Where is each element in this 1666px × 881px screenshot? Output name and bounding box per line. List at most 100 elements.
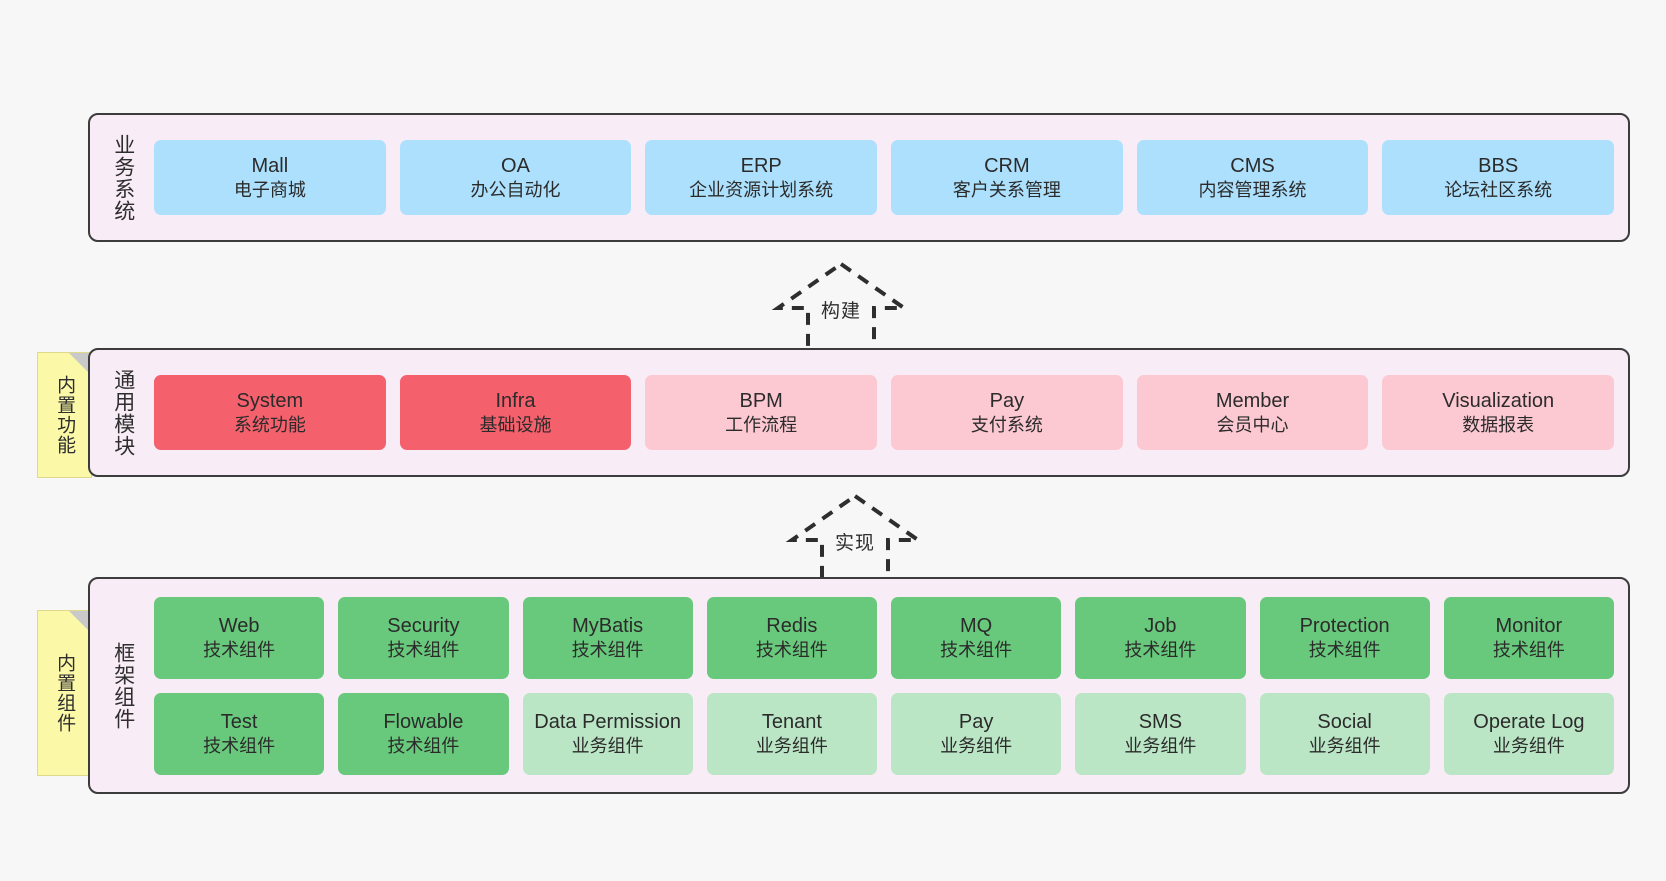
sticky-note-builtin-components: 内置组件: [37, 610, 92, 776]
node-subtitle: 技术组件: [571, 639, 644, 660]
node-oa[interactable]: OA 办公自动化: [399, 140, 632, 215]
node-title: Visualization: [1442, 389, 1555, 412]
node-subtitle: 业务组件: [1124, 735, 1197, 756]
node-title: Pay: [989, 389, 1025, 412]
node-subtitle: 技术组件: [755, 639, 828, 660]
node-system[interactable]: System 系统功能: [154, 375, 386, 450]
node-subtitle: 客户关系管理: [952, 179, 1061, 200]
node-subtitle: 办公自动化: [470, 179, 561, 200]
node-title: Social: [1317, 710, 1372, 733]
node-title: SMS: [1138, 710, 1183, 733]
node-subtitle: 系统功能: [233, 414, 306, 435]
generalization-arrow-icon: [785, 493, 925, 590]
node-subtitle: 业务组件: [1492, 735, 1565, 756]
node-title: Security: [387, 614, 460, 637]
node-subtitle: 业务组件: [940, 735, 1013, 756]
sticky-note-label: 内置组件: [54, 653, 76, 733]
node-subtitle: 业务组件: [755, 735, 828, 756]
node-title: BPM: [739, 389, 783, 412]
node-security[interactable]: Security 技术组件: [338, 596, 509, 679]
node-subtitle: 技术组件: [203, 639, 276, 660]
node-mybatis[interactable]: MyBatis 技术组件: [522, 596, 693, 679]
node-subtitle: 电子商城: [233, 179, 306, 200]
node-title: MyBatis: [572, 614, 644, 637]
node-infra[interactable]: Infra 基础设施: [399, 375, 632, 450]
node-title: MQ: [960, 614, 993, 637]
layer-framework-components: 框架组件 Web 技术组件 Security 技术组件 MyBatis 技术组件…: [88, 577, 1630, 794]
node-subtitle: 企业资源计划系统: [689, 179, 834, 200]
node-monitor[interactable]: Monitor 技术组件: [1443, 596, 1614, 679]
node-data-permission[interactable]: Data Permission 业务组件: [522, 692, 693, 775]
node-subtitle: 技术组件: [1308, 639, 1381, 660]
cell-row: Web 技术组件 Security 技术组件 MyBatis 技术组件 Redi…: [154, 596, 1614, 679]
node-subtitle: 技术组件: [940, 639, 1013, 660]
node-title: CRM: [984, 154, 1030, 177]
layer-common-modules: 通用模块 System 系统功能 Infra 基础设施 BPM 工作流程 Pay…: [88, 348, 1630, 477]
node-subtitle: 会员中心: [1216, 414, 1289, 435]
node-mq[interactable]: MQ 技术组件: [891, 596, 1062, 679]
node-subtitle: 技术组件: [203, 735, 276, 756]
node-subtitle: 技术组件: [387, 639, 460, 660]
node-redis[interactable]: Redis 技术组件: [706, 596, 877, 679]
layer-business-systems-cells: Mall 电子商城 OA 办公自动化 ERP 企业资源计划系统 CRM 客户关系…: [146, 115, 1628, 240]
node-subtitle: 基础设施: [479, 414, 552, 435]
node-title: Data Permission: [534, 710, 681, 733]
node-crm[interactable]: CRM 客户关系管理: [891, 140, 1123, 215]
node-bpm[interactable]: BPM 工作流程: [645, 375, 878, 450]
node-erp[interactable]: ERP 企业资源计划系统: [645, 140, 878, 215]
node-tenant[interactable]: Tenant 业务组件: [706, 692, 877, 775]
node-subtitle: 内容管理系统: [1198, 179, 1307, 200]
layer-common-modules-label: 通用模块: [111, 368, 135, 457]
node-mall[interactable]: Mall 电子商城: [154, 140, 386, 215]
node-title: Infra: [495, 389, 536, 412]
cell-row: Mall 电子商城 OA 办公自动化 ERP 企业资源计划系统 CRM 客户关系…: [154, 140, 1615, 215]
node-sms[interactable]: SMS 业务组件: [1075, 692, 1246, 775]
layer-framework-components-label: 框架组件: [111, 641, 135, 730]
node-title: System: [236, 389, 304, 412]
node-title: Test: [220, 710, 258, 733]
layer-business-systems-label: 业务系统: [111, 133, 135, 222]
sticky-note-label: 内置功能: [54, 375, 76, 455]
node-title: Monitor: [1495, 614, 1563, 637]
node-title: Pay: [958, 710, 994, 733]
sticky-note-builtin-features: 内置功能: [37, 352, 92, 478]
node-protection[interactable]: Protection 技术组件: [1259, 596, 1430, 679]
node-visualization[interactable]: Visualization 数据报表: [1382, 375, 1615, 450]
node-subtitle: 技术组件: [387, 735, 460, 756]
node-job[interactable]: Job 技术组件: [1075, 596, 1246, 679]
node-subtitle: 支付系统: [970, 414, 1043, 435]
node-title: Mall: [251, 154, 289, 177]
generalization-arrow-icon: [771, 261, 911, 358]
node-pay-business[interactable]: Pay 业务组件: [891, 692, 1062, 775]
node-social[interactable]: Social 业务组件: [1259, 692, 1430, 775]
node-pay[interactable]: Pay 支付系统: [891, 375, 1123, 450]
cell-row: Test 技术组件 Flowable 技术组件 Data Permission …: [154, 692, 1614, 775]
sticky-fold-icon: [69, 611, 91, 633]
node-web[interactable]: Web 技术组件: [154, 596, 325, 679]
node-subtitle: 业务组件: [571, 735, 644, 756]
node-title: BBS: [1478, 154, 1519, 177]
node-title: Operate Log: [1473, 710, 1585, 733]
node-member[interactable]: Member 会员中心: [1136, 375, 1369, 450]
node-title: Redis: [766, 614, 818, 637]
node-title: Job: [1144, 614, 1177, 637]
node-title: ERP: [740, 154, 782, 177]
node-title: CMS: [1230, 154, 1275, 177]
node-subtitle: 工作流程: [725, 414, 798, 435]
node-title: Member: [1215, 389, 1290, 412]
sticky-fold-icon: [69, 353, 91, 375]
connector-build: 构建: [756, 260, 926, 360]
layer-common-modules-cells: System 系统功能 Infra 基础设施 BPM 工作流程 Pay 支付系统…: [146, 350, 1628, 475]
node-title: OA: [501, 154, 530, 177]
node-operate-log[interactable]: Operate Log 业务组件: [1443, 692, 1614, 775]
node-cms[interactable]: CMS 内容管理系统: [1136, 140, 1369, 215]
layer-business-systems: 业务系统 Mall 电子商城 OA 办公自动化 ERP 企业资源计划系统 CRM…: [88, 113, 1630, 242]
node-flowable[interactable]: Flowable 技术组件: [338, 692, 509, 775]
node-subtitle: 技术组件: [1124, 639, 1197, 660]
node-title: Tenant: [761, 710, 822, 733]
node-title: Web: [218, 614, 260, 637]
node-test[interactable]: Test 技术组件: [154, 692, 325, 775]
node-subtitle: 技术组件: [1492, 639, 1565, 660]
node-title: Protection: [1299, 614, 1390, 637]
node-bbs[interactable]: BBS 论坛社区系统: [1382, 140, 1615, 215]
